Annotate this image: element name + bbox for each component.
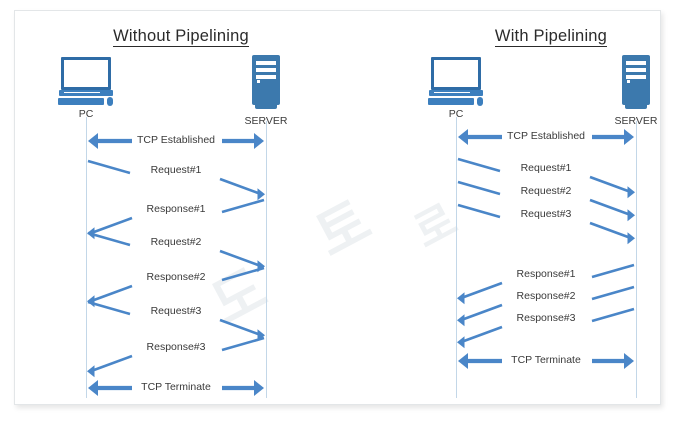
server-power-led [257, 80, 261, 84]
server-drive-slot [626, 75, 646, 79]
pc-mouse [107, 97, 113, 106]
server-power-led [627, 80, 631, 84]
lifeline-pc [86, 117, 87, 398]
message-label: Response#1 [516, 268, 576, 280]
server-base [255, 105, 277, 109]
server-drive-slot [256, 61, 276, 65]
panel-title-without-pipelining: Without Pipelining [31, 27, 331, 47]
message-label: Request#2 [150, 236, 202, 248]
pc-node-label: PC [448, 108, 464, 120]
lifeline-pc [456, 117, 457, 398]
pc-node-label: PC [78, 108, 94, 120]
message-label: Request#1 [520, 162, 572, 174]
server-drive-slot [256, 68, 276, 72]
message-label: TCP Terminate [511, 354, 581, 366]
message-label: Request#2 [520, 185, 572, 197]
pc-monitor-screen [61, 57, 111, 90]
server-drive-slot [626, 68, 646, 72]
pc-keyboard [58, 98, 104, 105]
server-icon [619, 55, 653, 111]
server-icon [249, 55, 283, 111]
message-label: Response#2 [146, 271, 206, 283]
lifeline-server [266, 121, 267, 398]
pc-icon [55, 57, 117, 106]
pc-icon [425, 57, 487, 106]
pc-stand-slot [64, 91, 100, 94]
panel-title-with-pipelining: With Pipelining [401, 27, 676, 47]
message-arrows-right [457, 129, 635, 369]
message-label: Response#2 [516, 290, 576, 302]
panel-without-pipelining: Without Pipelining PC SERVER [31, 11, 331, 404]
message-label: Response#3 [516, 312, 576, 324]
server-drive-slot [256, 75, 276, 79]
panel-with-pipelining: With Pipelining PC SERVER [401, 11, 676, 404]
pc-monitor-screen [431, 57, 481, 90]
lifeline-server [636, 121, 637, 398]
message-label: Response#3 [146, 341, 206, 353]
message-label: TCP Established [506, 130, 586, 142]
panel-title-text: With Pipelining [494, 27, 608, 47]
message-label: Request#3 [150, 305, 202, 317]
message-label: Response#1 [146, 203, 206, 215]
pc-keyboard [428, 98, 474, 105]
message-label: Request#3 [520, 208, 572, 220]
message-label: TCP Terminate [141, 381, 211, 393]
panel-title-text: Without Pipelining [113, 27, 249, 47]
pc-mouse [477, 97, 483, 106]
server-base [625, 105, 647, 109]
diagram-frame: 도 토 로 Without Pipelining PC [14, 10, 661, 405]
pc-stand-slot [434, 91, 470, 94]
message-arrows-left [87, 133, 265, 396]
message-label: TCP Established [136, 134, 216, 146]
message-label: Request#1 [150, 164, 202, 176]
server-drive-slot [626, 61, 646, 65]
